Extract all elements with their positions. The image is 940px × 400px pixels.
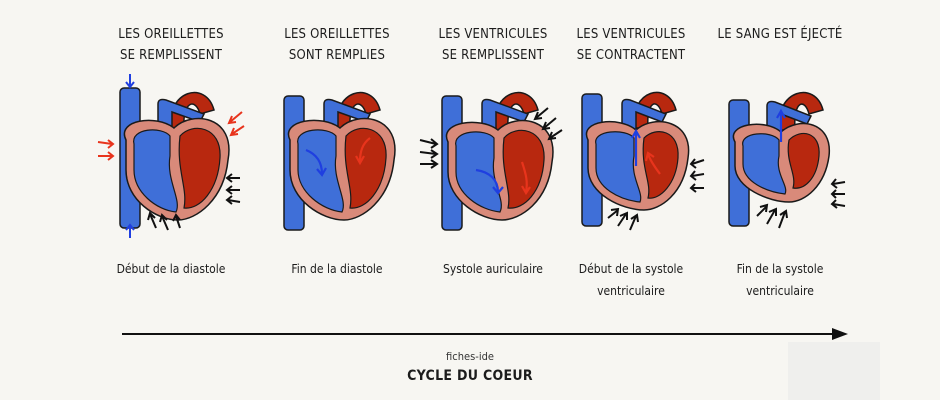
stage-title: LES OREILLETTES SE REMPLISSENT [118,27,224,63]
stage-title: LE SANG EST ÉJECTÉ [717,27,843,42]
stage-caption: Systole auriculaire [443,262,543,276]
stage-caption: Fin de la systole ventriculaire [736,262,824,298]
heart-illustration-icon [419,91,563,231]
corner-placeholder [788,342,880,400]
source-label: fiches-ide [446,350,494,363]
timeline-arrow-icon [122,328,848,340]
stage-caption: Début de la systole ventriculaire [578,262,684,298]
stage-title: LES VENTRICULES SE CONTRACTENT [576,27,686,63]
stage-caption: Début de la diastole [116,262,226,276]
heart-illustration-icon [728,91,846,229]
stage-caption: Fin de la diastole [291,262,383,276]
heart-illustration-icon [97,74,245,238]
page-title: CYCLE DU COEUR [407,368,533,384]
stage-title: LES VENTRICULES SE REMPLISSENT [438,27,548,63]
heart-illustration-icon [581,91,705,231]
heart-illustration-icon [283,91,396,231]
stage-title: LES OREILLETTES SONT REMPLIES [284,27,390,63]
